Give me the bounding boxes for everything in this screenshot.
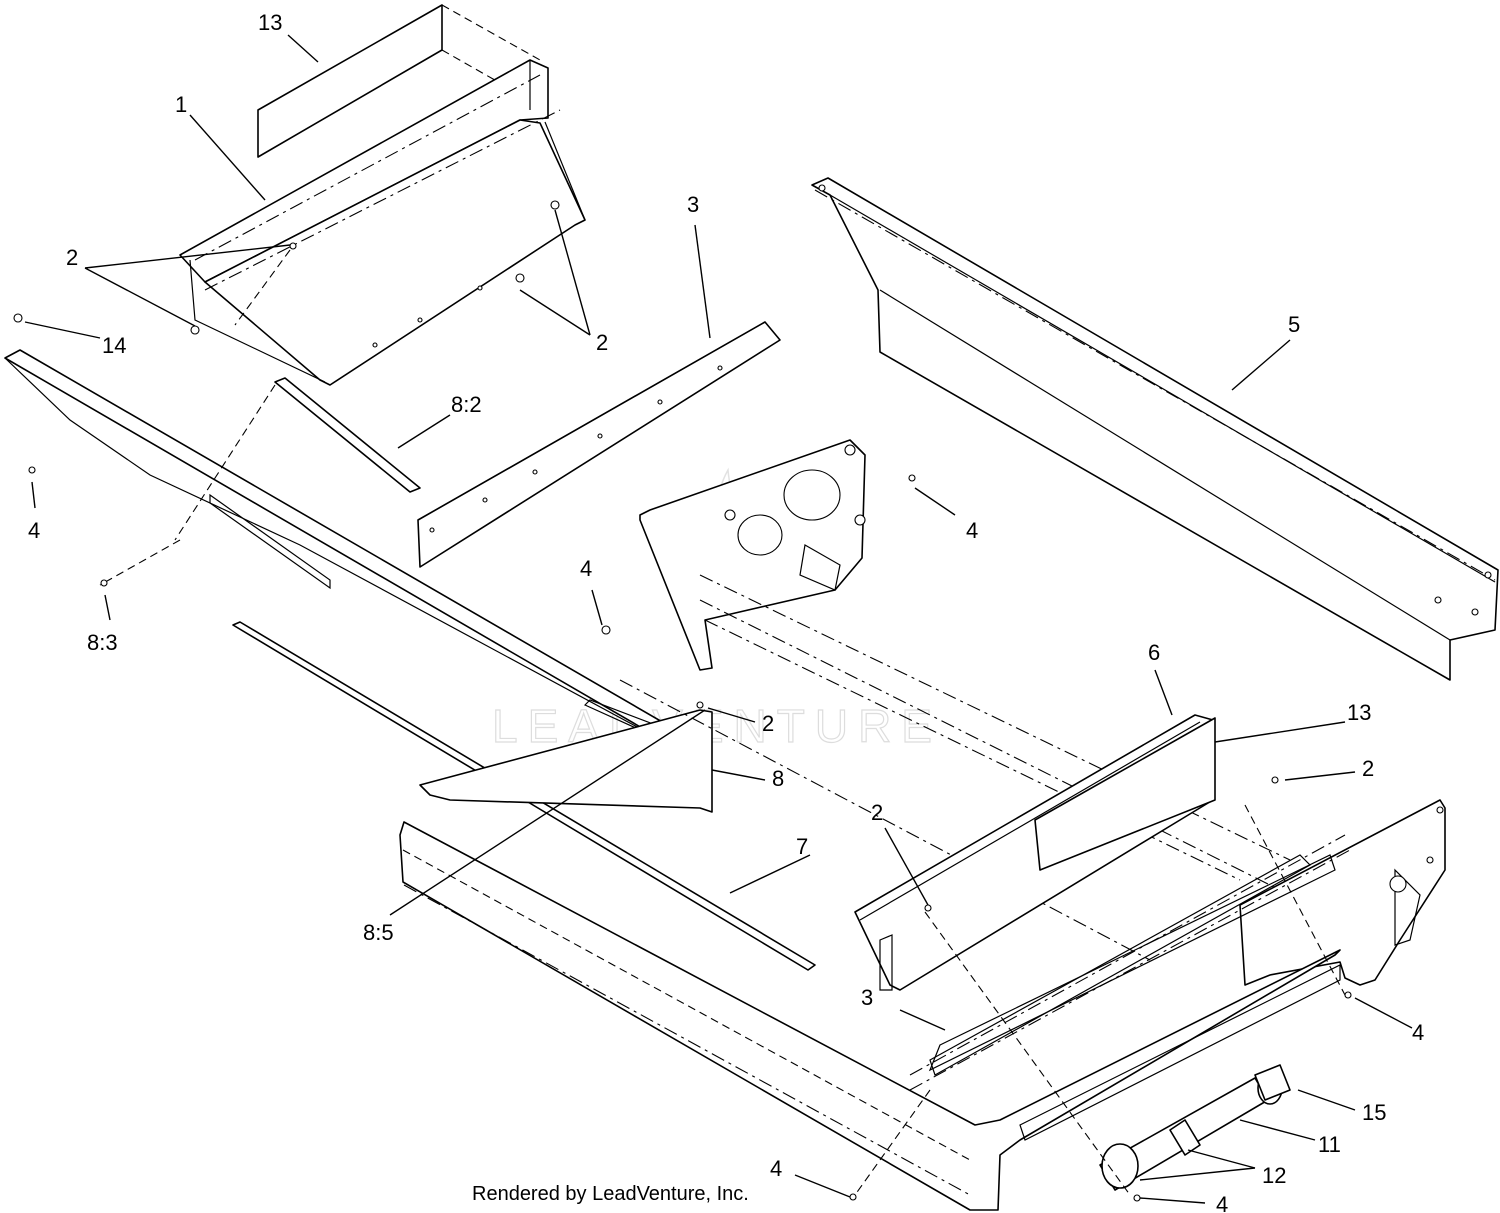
callout-2-upper-right: 2 bbox=[596, 330, 608, 355]
callout-8-3: 8:3 bbox=[87, 630, 118, 655]
panel-8 bbox=[419, 709, 713, 813]
callout-13-top: 13 bbox=[258, 10, 282, 35]
callout-6: 6 bbox=[1148, 640, 1160, 665]
leader-lines bbox=[24, 34, 1413, 1204]
callout-2-center: 2 bbox=[762, 711, 774, 736]
fasteners bbox=[13, 242, 1352, 1202]
callout-5: 5 bbox=[1288, 312, 1300, 337]
sleeve-12-right bbox=[1169, 1119, 1201, 1156]
callout-2-right: 2 bbox=[1362, 756, 1374, 781]
callout-4-left: 4 bbox=[28, 518, 40, 543]
callout-13-channel: 13 bbox=[1347, 700, 1371, 725]
callout-labels: 13 1 2 2 14 3 5 8:2 4 4 4 8:3 6 2 13 2 8… bbox=[28, 10, 1424, 1213]
callout-15: 15 bbox=[1362, 1100, 1386, 1125]
callout-12: 12 bbox=[1262, 1163, 1286, 1188]
decal-13-channel bbox=[1034, 717, 1216, 871]
callout-3-lower: 3 bbox=[861, 985, 873, 1010]
cap-12-left bbox=[1101, 1143, 1139, 1189]
callout-2-channel: 2 bbox=[871, 800, 883, 825]
panel-1 bbox=[179, 59, 586, 386]
tube-assembly bbox=[1099, 1064, 1291, 1191]
callout-8: 8 bbox=[772, 766, 784, 791]
callout-11: 11 bbox=[1318, 1132, 1341, 1157]
rendered-by-credit: Rendered by LeadVenture, Inc. bbox=[472, 1183, 749, 1205]
callout-4-bottom: 4 bbox=[770, 1156, 782, 1181]
callout-3-upper: 3 bbox=[687, 192, 699, 217]
bolt-14 bbox=[13, 313, 23, 323]
base-tray bbox=[399, 821, 1351, 1211]
callout-8-5: 8:5 bbox=[363, 920, 394, 945]
right-frame-bracket bbox=[1239, 799, 1446, 986]
callout-4-bottom-right: 4 bbox=[1216, 1192, 1228, 1213]
callout-4-center-right: 4 bbox=[966, 518, 978, 543]
strip-3-lower bbox=[929, 854, 1311, 1076]
panel-5 bbox=[811, 177, 1499, 681]
callout-8-2: 8:2 bbox=[451, 392, 482, 417]
callout-2-left: 2 bbox=[66, 245, 78, 270]
callout-4-lower-right: 4 bbox=[1412, 1020, 1424, 1045]
center-frame bbox=[619, 439, 1291, 961]
callout-1: 1 bbox=[175, 92, 187, 117]
callout-7: 7 bbox=[796, 834, 808, 859]
gasket-8-2 bbox=[274, 377, 421, 493]
callout-4-center: 4 bbox=[580, 556, 592, 581]
callout-14: 14 bbox=[102, 333, 126, 358]
watermark-text: LEADVENTURE bbox=[492, 700, 942, 752]
